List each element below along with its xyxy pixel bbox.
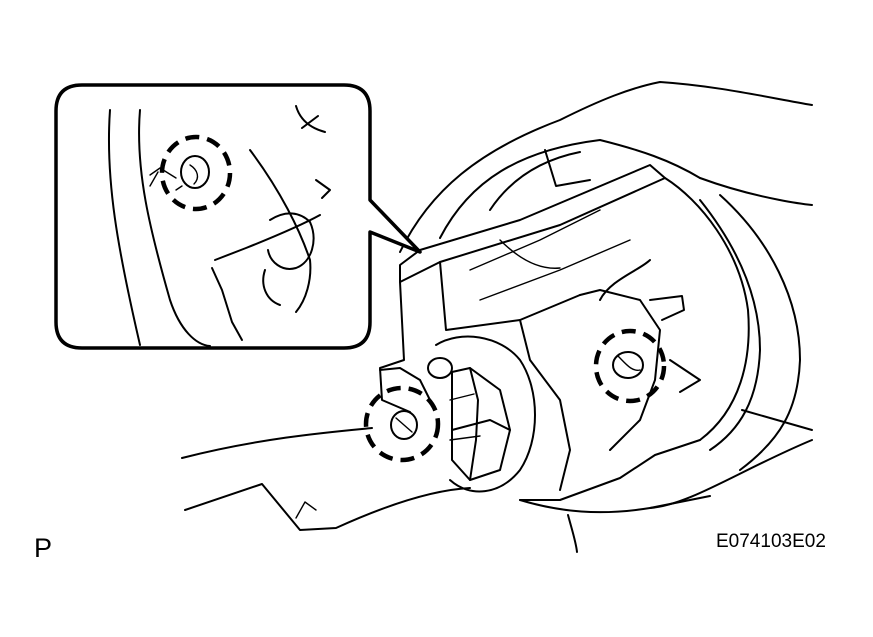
main-assembly [379, 164, 801, 501]
bolt-marker-detail [159, 134, 233, 212]
bolt-left [390, 410, 418, 440]
figure-code: E074103E02 [716, 531, 826, 552]
view-label: P [34, 533, 53, 563]
knob-assembly [379, 335, 536, 493]
upper-housing [399, 81, 813, 253]
body-outline [181, 409, 813, 553]
bolt-right [612, 351, 644, 379]
bolt-marker-right [593, 328, 667, 404]
detail-callout [54, 83, 422, 350]
bolt-marker-left [363, 385, 441, 463]
